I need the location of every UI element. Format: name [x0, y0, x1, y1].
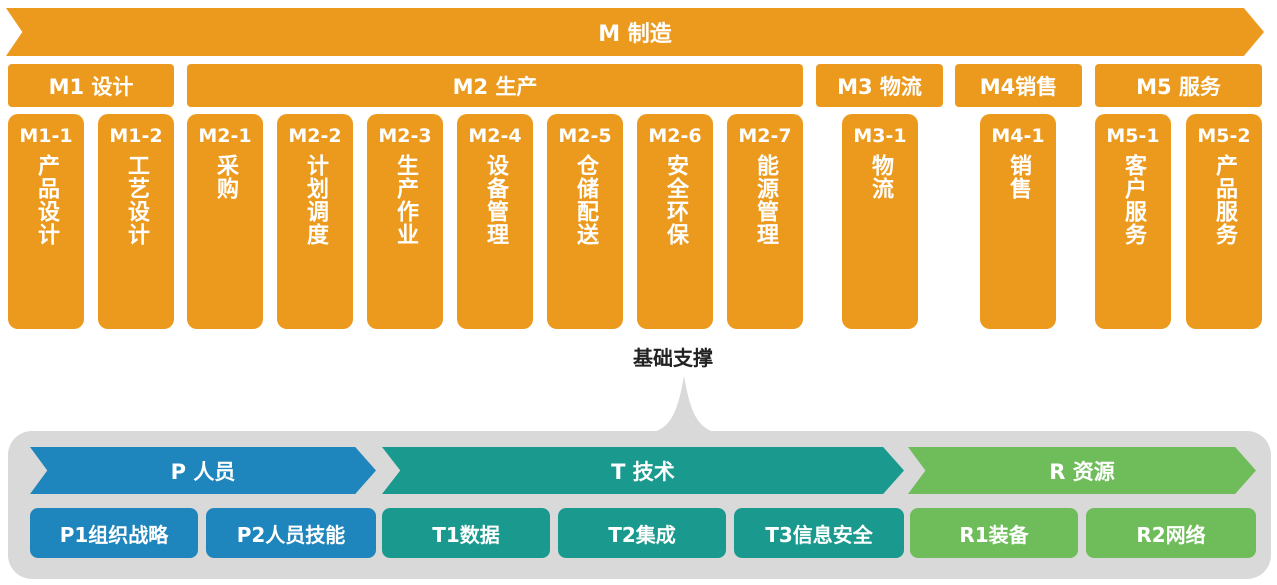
- module-m2-2: M2-2 计划调度: [277, 114, 353, 329]
- module-name: 客户服务: [1121, 154, 1146, 246]
- support-item-label: T2集成: [608, 522, 676, 547]
- module-code: M2-6: [648, 125, 702, 147]
- pillar-people-arrow: P 人员: [30, 447, 376, 494]
- category-sales: M4销售: [955, 64, 1082, 107]
- module-code: M2-4: [468, 125, 522, 147]
- category-design: M1 设计: [8, 64, 174, 107]
- module-m1-1: M1-1 产品设计: [8, 114, 84, 329]
- support-item-t2: T2集成: [558, 508, 726, 558]
- module-code: M2-2: [288, 125, 342, 147]
- module-code: M2-5: [558, 125, 612, 147]
- module-m2-1: M2-1 采购: [187, 114, 263, 329]
- pillar-label: T 技术: [611, 459, 675, 484]
- category-service: M5 服务: [1095, 64, 1262, 107]
- support-title: 基础支撑: [633, 346, 713, 370]
- support-item-r2: R2网络: [1086, 508, 1256, 558]
- module-m1-2: M1-2 工艺设计: [98, 114, 174, 329]
- category-production: M2 生产: [187, 64, 803, 107]
- module-code: M4-1: [991, 125, 1045, 147]
- support-item-r1: R1装备: [910, 508, 1078, 558]
- support-item-label: R2网络: [1136, 522, 1206, 547]
- module-m3-1: M3-1 物流: [842, 114, 918, 329]
- module-m2-5: M2-5 仓储配送: [547, 114, 623, 329]
- category-label: M2 生产: [452, 74, 538, 99]
- module-name: 产品服务: [1212, 154, 1237, 246]
- pillar-technology-arrow: T 技术: [382, 447, 904, 494]
- module-name: 安全环保: [663, 154, 688, 246]
- module-name: 采购: [213, 154, 238, 200]
- support-item-label: P1组织战略: [59, 522, 169, 547]
- category-label: M3 物流: [837, 74, 922, 99]
- module-m2-3: M2-3 生产作业: [367, 114, 443, 329]
- module-name: 仓储配送: [573, 154, 598, 246]
- support-item-t1: T1数据: [382, 508, 550, 558]
- module-name: 设备管理: [483, 154, 508, 246]
- pillar-label: R 资源: [1049, 459, 1115, 484]
- category-logistics: M3 物流: [816, 64, 943, 107]
- module-code: M1-1: [19, 125, 73, 147]
- banner-title: M 制造: [598, 22, 672, 47]
- module-m2-4: M2-4 设备管理: [457, 114, 533, 329]
- category-label: M5 服务: [1136, 74, 1221, 99]
- module-name: 销售: [1006, 154, 1031, 200]
- support-peak-shape: [639, 376, 729, 434]
- manufacturing-banner: M 制造: [6, 8, 1264, 56]
- pillar-label: P 人员: [170, 459, 236, 484]
- module-code: M2-3: [378, 125, 432, 147]
- support-item-p1: P1组织战略: [30, 508, 198, 558]
- pillar-resource-arrow: R 资源: [908, 447, 1256, 494]
- support-item-label: T3信息安全: [765, 522, 873, 547]
- module-name: 能源管理: [753, 154, 778, 246]
- module-name: 物流: [868, 154, 893, 200]
- module-code: M2-1: [198, 125, 252, 147]
- module-code: M2-7: [738, 125, 792, 147]
- module-name: 计划调度: [303, 154, 328, 246]
- module-m4-1: M4-1 销售: [980, 114, 1056, 329]
- category-label: M4销售: [979, 74, 1058, 99]
- module-code: M3-1: [853, 125, 907, 147]
- module-m2-7: M2-7 能源管理: [727, 114, 803, 329]
- module-name: 产品设计: [34, 154, 59, 246]
- module-code: M5-1: [1106, 125, 1160, 147]
- module-m5-2: M5-2 产品服务: [1186, 114, 1262, 329]
- support-item-t3: T3信息安全: [734, 508, 904, 558]
- category-label: M1 设计: [48, 74, 134, 99]
- support-item-label: P2人员技能: [236, 522, 346, 547]
- module-code: M5-2: [1197, 125, 1251, 147]
- module-m2-6: M2-6 安全环保: [637, 114, 713, 329]
- module-name: 工艺设计: [124, 154, 149, 246]
- support-item-label: R1装备: [959, 522, 1029, 547]
- module-code: M1-2: [109, 125, 163, 147]
- module-name: 生产作业: [393, 154, 418, 246]
- module-m5-1: M5-1 客户服务: [1095, 114, 1171, 329]
- support-item-label: T1数据: [432, 522, 500, 547]
- support-item-p2: P2人员技能: [206, 508, 376, 558]
